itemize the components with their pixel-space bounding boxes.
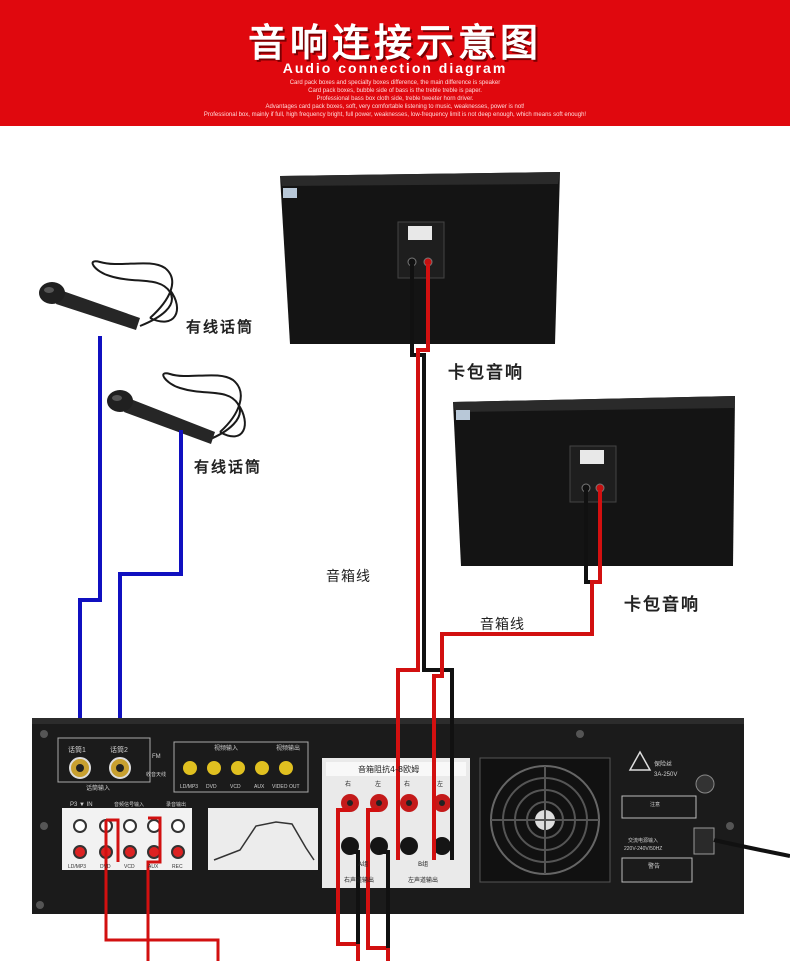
mic-1-label: 有线话筒 xyxy=(186,316,254,337)
mp3-in-label: P3 ▼ IN xyxy=(70,802,93,808)
channel-b-label: B组 xyxy=(418,860,428,868)
speaker-cable-2-label: 音箱线 xyxy=(480,614,525,634)
audio-src-aux: AUX xyxy=(148,864,159,870)
speaker-impedance-label: 音箱阻抗4-8欧姆 xyxy=(358,764,419,774)
antenna-label: 收音天线 xyxy=(146,771,166,778)
ac-rating: 220V-240V/50HZ xyxy=(624,846,662,852)
microphone-2 xyxy=(107,373,245,444)
speaker-1 xyxy=(280,172,560,344)
audio-src-dvd: DVD xyxy=(100,864,111,870)
ac-input-label: 交流电源输入 xyxy=(628,837,658,844)
terminal-left-b: 左 xyxy=(437,780,443,788)
speaker-2-label: 卡包音响 xyxy=(624,590,700,615)
video-in-label: 视频输入 xyxy=(214,744,238,752)
mic-cable-2 xyxy=(120,430,181,762)
speaker-badge xyxy=(456,410,470,420)
video-src-vcd: VCD xyxy=(230,784,241,790)
speaker-label-sticker xyxy=(408,226,432,240)
audio-src-rec: REC xyxy=(172,864,183,870)
video-out-label: 视频输出 xyxy=(276,744,300,752)
amplifier xyxy=(32,718,790,914)
video-src-out: VIDEO OUT xyxy=(272,784,300,790)
audio-input-panel xyxy=(62,808,192,870)
audio-src-vcd: VCD xyxy=(124,864,135,870)
video-src-aux: AUX xyxy=(254,784,265,790)
mic-2-label: 有线话筒 xyxy=(194,456,262,477)
speaker-badge xyxy=(283,188,297,198)
terminal-right-a: 右 xyxy=(345,780,351,788)
power-socket xyxy=(694,828,714,854)
fuse-holder xyxy=(696,775,714,793)
audio-in-label: 音频信号输入 xyxy=(114,801,144,808)
fuse-rating: 3A-250V xyxy=(654,772,677,778)
fuse-label: 保险丝 xyxy=(654,760,672,768)
audio-src-ldmp3: LD/MP3 xyxy=(68,864,86,870)
mic-group-label: 话筒输入 xyxy=(86,784,110,792)
microphone-1 xyxy=(39,261,177,330)
speaker-2 xyxy=(453,396,735,566)
fm-label: FM xyxy=(152,754,161,760)
mic-cable-1 xyxy=(80,336,100,762)
terminal-right-b: 右 xyxy=(404,780,410,788)
right-output-label: 右声道输出 xyxy=(344,876,374,884)
rec-out-label: 录音输出 xyxy=(166,801,186,808)
mic-1-label: 话筒1 xyxy=(68,745,86,754)
speaker-1-label: 卡包音响 xyxy=(448,358,524,383)
video-src-dvd: DVD xyxy=(206,784,217,790)
channel-a-label: A组 xyxy=(358,860,368,868)
video-src-ldmp3: LD/MP3 xyxy=(180,784,198,790)
mic-2-label: 话筒2 xyxy=(110,745,128,754)
caution-label: 注意 xyxy=(650,801,660,808)
left-output-label: 左声道输出 xyxy=(408,876,438,884)
speaker-cable-1-label: 音箱线 xyxy=(326,566,371,586)
speaker-label-sticker xyxy=(580,450,604,464)
warning-label: 警告 xyxy=(648,862,660,870)
terminal-left-a: 左 xyxy=(375,780,381,788)
